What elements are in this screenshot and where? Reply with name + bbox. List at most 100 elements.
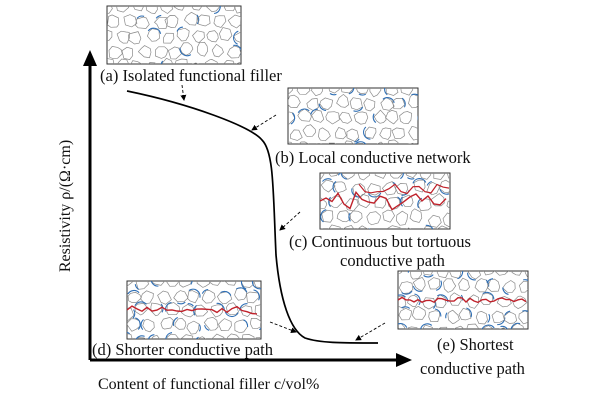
filler-segment [172,316,179,326]
grain [117,58,130,64]
filler-segment [417,197,423,209]
grain [176,27,190,42]
grain [290,129,303,141]
filler-segment [523,279,528,282]
grain [439,179,450,194]
grain [458,182,469,194]
filler-segment [320,209,327,223]
grain [178,281,192,288]
filler-segment [134,301,147,306]
grain [436,225,449,229]
filler-segment [165,301,172,312]
filler-segment [196,14,200,25]
grain [399,111,413,124]
filler-segment [401,290,413,295]
filler-segment [384,88,388,96]
filler-segment [417,115,418,121]
filler-segment [367,192,382,198]
filler-segment [240,281,247,290]
y-axis-label: Resistivity ρ/(Ω·cm) [57,140,74,272]
grain [427,214,442,228]
grain [223,6,236,12]
grain [196,41,209,57]
grain [209,281,222,286]
filler-segment [467,272,476,281]
grain [211,43,224,58]
filler-segment [195,336,199,339]
grain [406,326,418,329]
grain [160,317,174,330]
x-axis-arrow [396,353,412,367]
grain [203,317,219,331]
filler-segment [435,280,442,291]
filler-segment [155,14,162,19]
grain [325,111,340,125]
filler-segment [439,188,450,195]
grain [225,302,239,316]
grain [381,181,397,196]
x-axis-label: Content of functional filler c/vol% [98,376,319,393]
grain [387,139,399,144]
grain [116,6,130,13]
filler-segment [482,291,495,300]
filler-segment [354,138,360,143]
filler-segment [251,281,261,290]
panel-c-label-line2: conductive path [340,251,446,270]
filler-segment [400,196,404,207]
filler-segment [177,301,186,305]
grain [374,173,387,179]
filler-segment [198,324,201,332]
filler-segment [224,311,239,318]
grain [127,31,142,45]
grain [342,224,355,229]
grain [253,281,261,289]
grain [107,29,113,42]
grain [328,224,341,229]
grain [320,179,336,193]
filler-segment [485,279,490,287]
filler-segment [504,310,511,316]
panel-a-label: (a) Isolated functional filler [100,66,282,85]
grain [349,97,363,111]
grain [529,292,541,305]
grain [425,129,436,140]
filler-segment [535,279,540,285]
grain [398,271,403,274]
grain [486,278,501,292]
filler-segment [318,103,327,111]
conductive-path-branch [358,183,450,195]
grain [155,46,169,59]
grain [164,15,179,28]
grain [357,193,371,209]
grain [174,58,188,64]
resistivity-curve [126,90,379,344]
y-axis-arrow [83,50,97,66]
grain [512,295,528,310]
grain [187,290,199,304]
filler-segment [134,284,140,290]
grain [422,324,434,329]
filler-segment [398,323,408,328]
grain [311,109,325,123]
filler-segment [412,178,427,184]
grain [142,318,155,333]
filler-segment [127,331,131,335]
grain [496,296,512,308]
filler-segment [407,271,410,273]
grain [385,109,399,125]
filler-segment [239,303,248,311]
grain [417,118,418,119]
grain [191,6,203,11]
grain [367,183,381,196]
grain [127,291,142,303]
grain [443,278,457,293]
grain [423,271,434,276]
grain [357,225,368,229]
grain [519,280,528,293]
grain [132,6,145,12]
filler-segment [407,82,413,85]
grain [223,60,235,64]
filler-segment [247,21,258,29]
filler-segment [407,177,415,180]
conductive-path [127,305,258,315]
